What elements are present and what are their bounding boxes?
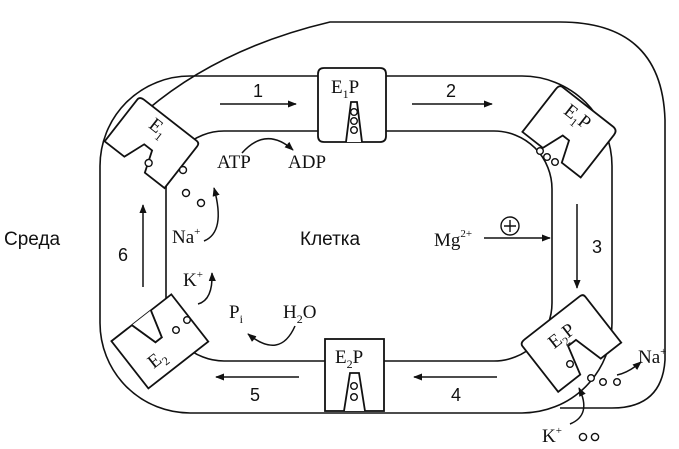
k-ion [591,433,598,440]
na-ion [537,148,544,155]
na-outside-label: Na+ [638,346,666,368]
adp-label: ADP [288,152,326,173]
k-ion [579,433,586,440]
k-outside-label: K+ [542,425,562,447]
mg-label: Mg2+ [434,228,472,251]
atp-label: ATP [217,152,251,173]
na-ion [183,190,190,197]
outer-loop [147,22,665,408]
step-4-label: 4 [451,385,461,405]
medium-label: Среда [4,229,61,250]
k-ion [567,361,574,368]
step-1-label: 1 [253,81,263,101]
k-ion [173,327,180,334]
pi-label: Pi [229,302,244,326]
step-3-label: 3 [592,237,602,257]
step-2-label: 2 [446,81,456,101]
k-ion [184,317,191,324]
hydrolysis-arrow [248,326,295,345]
step-5-label: 5 [250,385,260,405]
na-inside-label: Na+ [172,226,200,248]
na-ion [544,154,551,161]
atp-to-adp-arrow [242,139,293,153]
na-ion [552,159,559,166]
e1p-occluded-enzyme [522,85,617,178]
na-ion [180,167,187,174]
na-ion [198,200,205,207]
na-ion [614,379,621,386]
na-ion [588,375,595,382]
water-label: H2O [283,302,316,326]
cell-label: Клетка [300,229,361,250]
step-6-label: 6 [118,245,128,265]
e2-enzyme [111,294,208,388]
k-inside-label: K+ [183,269,203,291]
na-ion [600,379,607,386]
na-binding-arrow [204,188,218,241]
